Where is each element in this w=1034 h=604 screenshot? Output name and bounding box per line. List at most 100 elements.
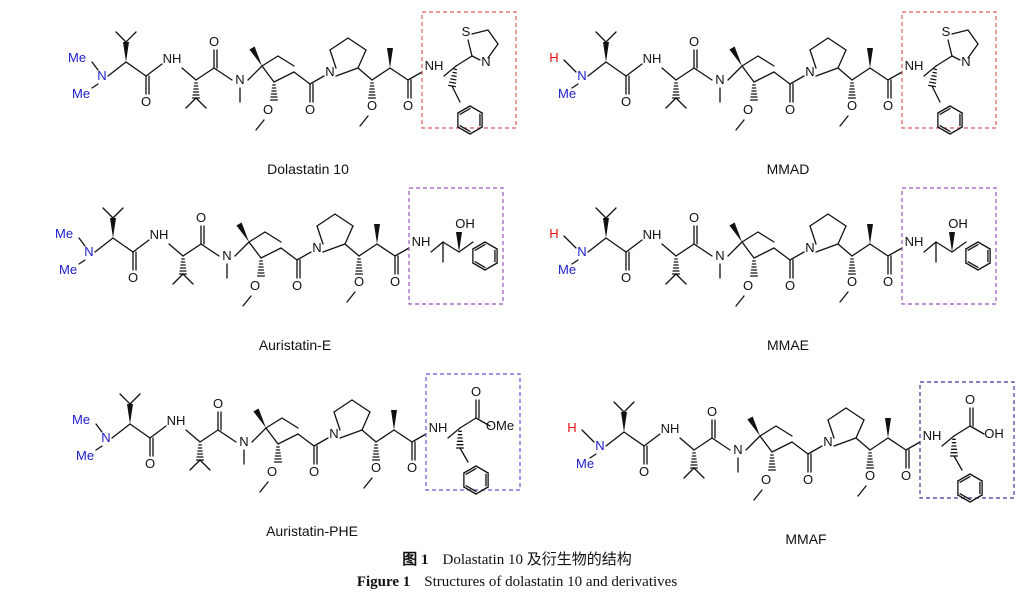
amide-nitrogen: N	[239, 434, 248, 449]
n-methyl-label: Me	[558, 86, 576, 101]
n-terminal-nitrogen: N	[595, 438, 604, 453]
methoxy-oxygen: O	[267, 464, 277, 479]
amide-nh: NH	[167, 413, 186, 428]
amide-nitrogen: N	[222, 248, 231, 263]
amide-nitrogen: N	[733, 442, 742, 457]
amide-nitrogen: N	[235, 72, 244, 87]
carbonyl-oxygen: O	[785, 278, 795, 293]
carbonyl-oxygen: O	[309, 464, 319, 479]
methoxy-oxygen: O	[847, 274, 857, 289]
carbonyl-oxygen: O	[689, 34, 699, 49]
amide-nh: NH	[643, 227, 662, 242]
carbonyl-oxygen: O	[965, 392, 975, 407]
carbonyl-oxygen: O	[689, 210, 699, 225]
carbonyl-oxygen: O	[390, 274, 400, 289]
caption-chinese-label: 图 1	[402, 552, 429, 568]
carbonyl-oxygen: O	[145, 456, 155, 471]
n-methyl-label: Me	[576, 456, 594, 471]
carbonyl-oxygen: O	[213, 396, 223, 411]
compound-name: Auristatin-PHE	[266, 523, 358, 539]
carboxylic-oh: OH	[984, 426, 1004, 441]
n-methyl-label: Me	[55, 226, 73, 241]
caption-english-label: Figure 1	[356, 574, 411, 590]
hydroxyl-label: OH	[455, 216, 475, 231]
amide-nh: NH	[905, 58, 924, 73]
compound-name: Dolastatin 10	[267, 161, 349, 177]
amide-nh: NH	[905, 234, 924, 249]
methoxy-oxygen: O	[250, 278, 260, 293]
amide-nh: NH	[429, 420, 448, 435]
carbonyl-oxygen: O	[403, 98, 413, 113]
carbonyl-oxygen: O	[196, 210, 206, 225]
n-terminal-nitrogen: N	[84, 244, 93, 259]
thiazole-sulfur: S	[462, 24, 471, 39]
n-terminal-nitrogen: N	[97, 68, 106, 83]
methoxy-oxygen: O	[761, 472, 771, 487]
amide-nh: NH	[425, 58, 444, 73]
n-methyl-label: Me	[72, 86, 90, 101]
carbonyl-oxygen: O	[883, 98, 893, 113]
compound-name: Auristatin-E	[259, 337, 331, 353]
n-methyl-label: Me	[59, 262, 77, 277]
n-methyl-label: Me	[558, 262, 576, 277]
amide-nh: NH	[661, 421, 680, 436]
methoxy-oxygen: O	[865, 468, 875, 483]
methoxy-oxygen: O	[743, 102, 753, 117]
compound-name: MMAD	[767, 161, 810, 177]
compound-name: MMAE	[767, 337, 809, 353]
pyrrolidine-nitrogen: N	[823, 434, 832, 449]
pyrrolidine-nitrogen: N	[329, 426, 338, 441]
n-terminal-hydrogen: H	[549, 226, 558, 241]
methoxy-oxygen: O	[263, 102, 273, 117]
amide-nh: NH	[163, 51, 182, 66]
pyrrolidine-nitrogen: N	[805, 240, 814, 255]
carbonyl-oxygen: O	[639, 464, 649, 479]
pyrrolidine-nitrogen: N	[325, 64, 334, 79]
caption-english: Figure 1 Structures of dolastatin 10 and …	[0, 574, 1034, 591]
methoxy-oxygen: O	[354, 274, 364, 289]
n-methyl-label: Me	[72, 412, 90, 427]
carbonyl-oxygen: O	[292, 278, 302, 293]
carbonyl-oxygen: O	[209, 34, 219, 49]
amide-nh: NH	[643, 51, 662, 66]
n-methyl-label: Me	[68, 50, 86, 65]
compound-name: MMAF	[785, 531, 826, 547]
carbonyl-oxygen: O	[407, 460, 417, 475]
amide-nh: NH	[923, 428, 942, 443]
methoxy-oxygen: O	[847, 98, 857, 113]
carbonyl-oxygen: O	[621, 94, 631, 109]
thiazole-nitrogen: N	[481, 54, 490, 69]
pyrrolidine-nitrogen: N	[312, 240, 321, 255]
caption-chinese-text: Dolastatin 10 及衍生物的结构	[442, 552, 632, 568]
carbonyl-oxygen: O	[621, 270, 631, 285]
n-terminal-hydrogen: H	[567, 420, 576, 435]
hydroxyl-label: OH	[948, 216, 968, 231]
n-methyl-label: Me	[76, 448, 94, 463]
n-terminal-hydrogen: H	[549, 50, 558, 65]
thiazole-sulfur: S	[942, 24, 951, 39]
methyl-ester-label: OMe	[486, 418, 514, 433]
carbonyl-oxygen: O	[707, 404, 717, 419]
amide-nh: NH	[150, 227, 169, 242]
caption-chinese: 图 1 Dolastatin 10 及衍生物的结构	[0, 548, 1034, 569]
thiazole-nitrogen: N	[961, 54, 970, 69]
caption-english-text: Structures of dolastatin 10 and derivati…	[424, 574, 678, 590]
methoxy-oxygen: O	[743, 278, 753, 293]
methoxy-oxygen: O	[371, 460, 381, 475]
carbonyl-oxygen: O	[803, 472, 813, 487]
carbonyl-oxygen: O	[141, 94, 151, 109]
amide-nitrogen: N	[715, 248, 724, 263]
carbonyl-oxygen: O	[883, 274, 893, 289]
amide-nh: NH	[412, 234, 431, 249]
amide-nitrogen: N	[715, 72, 724, 87]
n-terminal-nitrogen: N	[101, 430, 110, 445]
n-terminal-nitrogen: N	[577, 68, 586, 83]
n-terminal-nitrogen: N	[577, 244, 586, 259]
carbonyl-oxygen: O	[471, 384, 481, 399]
